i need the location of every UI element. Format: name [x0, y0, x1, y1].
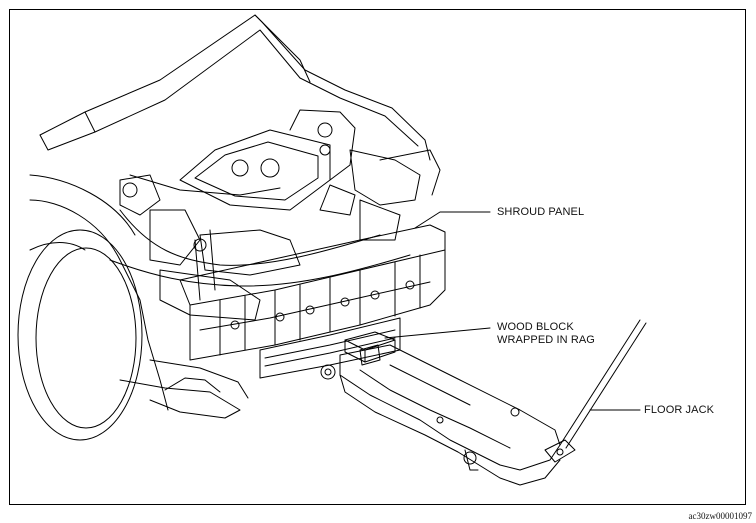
hood-drawing: [39, 14, 431, 161]
floor-jack-drawing: [320, 319, 647, 486]
wood-block-leader: [384, 327, 491, 339]
engine-bay-drawing: [109, 109, 441, 321]
figure-reference-code: ac30zw00001097: [688, 511, 752, 521]
wood-block-label-line1: WOOD BLOCK: [497, 321, 574, 333]
shroud-panel-leader: [414, 211, 491, 229]
fender-and-wheel-drawing: [17, 174, 249, 441]
floor-jack-label: FLOOR JACK: [644, 404, 715, 416]
shroud-panel-drawing: [179, 224, 446, 379]
leader-lines: [384, 211, 641, 411]
shroud-panel-label: SHROUD PANEL: [497, 206, 585, 218]
wood-block-label-line2: WRAPPED IN RAG: [497, 334, 595, 346]
wood-block-drawing: [344, 331, 396, 363]
